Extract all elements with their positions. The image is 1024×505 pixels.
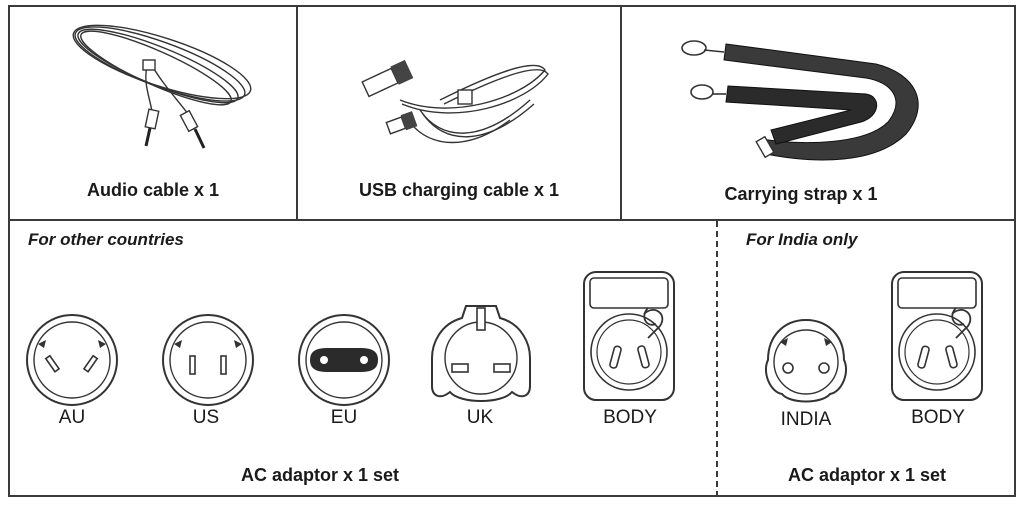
- audio-cable-illustration: [50, 22, 252, 162]
- adaptor-body-icon: [582, 270, 676, 402]
- body-label: BODY: [603, 407, 657, 428]
- india-body-label: BODY: [911, 407, 965, 428]
- audio-cable-caption: Audio cable x 1: [86, 180, 220, 200]
- eu-label: EU: [330, 407, 358, 428]
- au-plug-icon: [24, 312, 120, 408]
- column-divider-1: [296, 5, 298, 221]
- us-plug-icon: [160, 312, 256, 408]
- column-divider-2: [620, 5, 622, 221]
- eu-plug-icon: [296, 312, 392, 408]
- strap-illustration: [676, 34, 936, 174]
- other-countries-heading: For other countries: [28, 230, 184, 249]
- india-adaptor-body-icon: [890, 270, 984, 402]
- row-divider: [8, 219, 1016, 221]
- us-label: US: [192, 407, 220, 428]
- india-plug-icon: [758, 312, 854, 408]
- usb-cable-caption: USB charging cable x 1: [358, 180, 560, 200]
- uk-plug-icon: [426, 300, 536, 410]
- accessories-frame: [8, 5, 1016, 497]
- india-adaptor-caption: AC adaptor x 1 set: [787, 465, 947, 485]
- au-label: AU: [58, 407, 86, 428]
- strap-caption: Carrying strap x 1: [724, 184, 878, 204]
- other-adaptor-caption: AC adaptor x 1 set: [240, 465, 400, 485]
- uk-label: UK: [466, 407, 494, 428]
- usb-cable-illustration: [360, 40, 560, 160]
- india-heading: For India only: [746, 230, 858, 249]
- india-label: INDIA: [780, 409, 832, 430]
- region-divider: [716, 221, 718, 497]
